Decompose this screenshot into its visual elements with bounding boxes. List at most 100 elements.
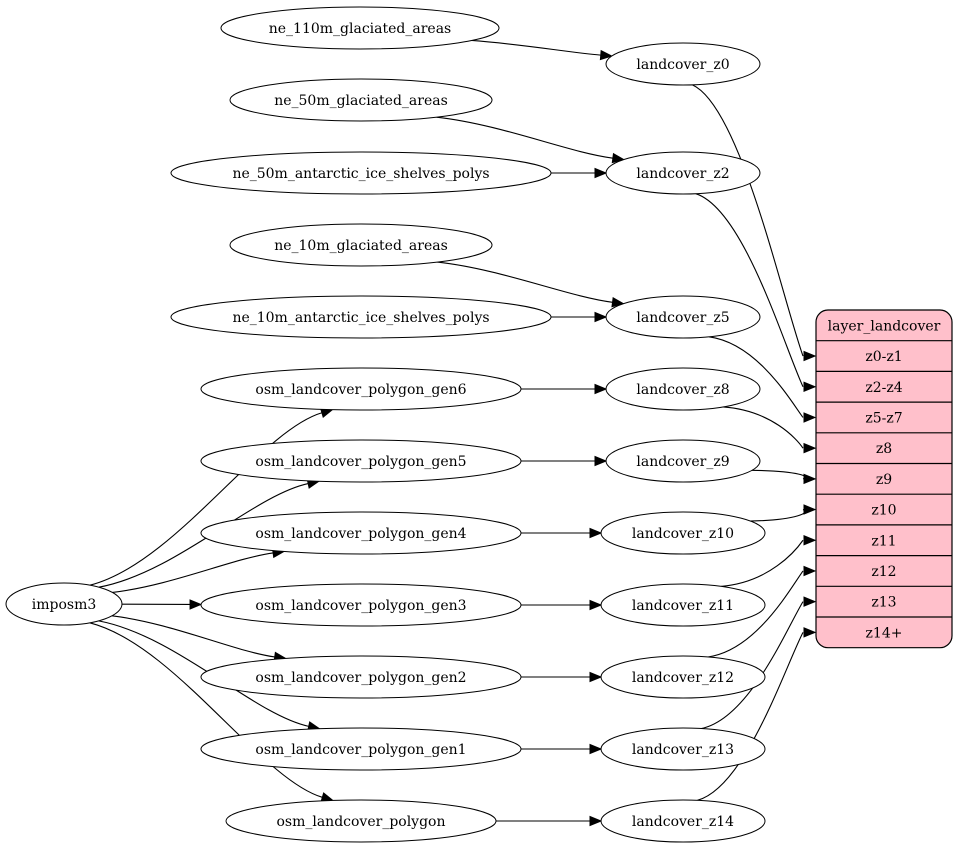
- node-shape-landcover_z12: [600, 655, 766, 699]
- node-landcover_z14[interactable]: landcover_z14: [600, 799, 766, 843]
- node-landcover_z2[interactable]: landcover_z2: [605, 151, 761, 195]
- layer-table-row-z11[interactable]: z11: [871, 533, 896, 549]
- node-shape-ne_50m_antarctic_ice_shelves_polys: [170, 151, 552, 195]
- edge-imposm3-to-osm_landcover_polygon_gen4: [112, 552, 274, 593]
- edge-ne_50m_glaciated_areas-to-landcover_z2: [436, 116, 613, 159]
- node-label-osm_landcover_polygon_gen4: osm_landcover_polygon_gen4: [255, 526, 466, 542]
- node-label-osm_landcover_polygon_gen2: osm_landcover_polygon_gen2: [255, 670, 466, 686]
- edge-ne_50m_glaciated_areas-to-landcover_z2-arrowhead: [611, 152, 626, 164]
- layer-table-header: layer_landcover: [828, 318, 941, 334]
- node-label-landcover_z12: landcover_z12: [632, 670, 734, 686]
- layer-landcover-table: layer_landcover z0-z1 z2-z4 z5-z7 z8 z9 z10 z11…: [815, 309, 953, 649]
- node-landcover_z11[interactable]: landcover_z11: [600, 583, 766, 627]
- node-osm_landcover_polygon_gen3[interactable]: osm_landcover_polygon_gen3: [200, 583, 522, 627]
- node-imposm3[interactable]: imposm3: [5, 582, 123, 626]
- edge-landcover_z0-to-layer_landcover-z0-z1-arrowhead: [803, 350, 817, 362]
- node-label-landcover_z2: landcover_z2: [636, 166, 729, 182]
- edge-landcover_z13-to-layer_landcover-z13-arrowhead: [803, 596, 817, 607]
- edge-landcover_z8-to-layer_landcover-z8-arrowhead: [803, 442, 817, 454]
- node-shape-landcover_z11: [600, 583, 766, 627]
- edge-ne_110m_glaciated_areas-to-landcover_z0-arrowhead: [599, 49, 614, 61]
- node-landcover_z9[interactable]: landcover_z9: [605, 439, 761, 483]
- edges-layer: [89, 39, 817, 827]
- edge-landcover_z14-to-layer_landcover-z14--arrowhead: [803, 627, 817, 638]
- node-label-osm_landcover_polygon: osm_landcover_polygon: [276, 814, 445, 830]
- node-shape-landcover_z8: [605, 367, 761, 411]
- node-landcover_z0[interactable]: landcover_z0: [605, 42, 761, 86]
- node-label-landcover_z0: landcover_z0: [636, 57, 729, 73]
- edge-ne_110m_glaciated_areas-to-landcover_z0: [471, 39, 601, 56]
- layer-table-row-z5-z7[interactable]: z5-z7: [865, 410, 902, 426]
- node-osm_landcover_polygon_gen6[interactable]: osm_landcover_polygon_gen6: [200, 367, 522, 411]
- node-label-osm_landcover_polygon_gen1: osm_landcover_polygon_gen1: [255, 742, 466, 758]
- edge-osm_landcover_polygon-to-landcover_z14-arrowhead: [589, 815, 603, 827]
- edge-osm_landcover_polygon_gen4-to-landcover_z10-arrowhead: [589, 527, 603, 539]
- node-osm_landcover_polygon_gen2[interactable]: osm_landcover_polygon_gen2: [200, 655, 522, 699]
- edge-osm_landcover_polygon_gen3-to-landcover_z11-arrowhead: [589, 599, 603, 611]
- edge-imposm3-to-osm_landcover_polygon: [89, 622, 323, 798]
- edge-landcover_z0-to-layer_landcover-z0-z1: [692, 84, 804, 357]
- node-shape-osm_landcover_polygon_gen1: [200, 727, 522, 771]
- edge-imposm3-to-osm_landcover_polygon_gen6: [89, 412, 323, 586]
- node-ne_110m_glaciated_areas[interactable]: ne_110m_glaciated_areas: [220, 6, 500, 50]
- node-shape-osm_landcover_polygon: [225, 799, 497, 843]
- layer-table-row-z2-z4[interactable]: z2-z4: [865, 380, 902, 396]
- edge-landcover_z2-to-layer_landcover-z2-z4: [695, 193, 804, 387]
- edge-landcover_z5-to-layer_landcover-z5-z7: [708, 336, 804, 418]
- node-label-osm_landcover_polygon_gen6: osm_landcover_polygon_gen6: [255, 382, 466, 398]
- edge-osm_landcover_polygon_gen1-to-landcover_z13-arrowhead: [589, 743, 603, 755]
- edge-landcover_z10-to-layer_landcover-z10-arrowhead: [803, 504, 817, 515]
- edge-imposm3-to-osm_landcover_polygon_gen3-arrowhead: [189, 599, 203, 610]
- node-landcover_z5[interactable]: landcover_z5: [605, 295, 761, 339]
- layer-table-row-z8[interactable]: z8: [876, 441, 892, 457]
- edge-osm_landcover_polygon_gen2-to-landcover_z12-arrowhead: [589, 671, 603, 683]
- node-label-ne_10m_glaciated_areas: ne_10m_glaciated_areas: [274, 238, 448, 254]
- layer-table-row-z14+[interactable]: z14+: [866, 625, 903, 641]
- node-ne_50m_glaciated_areas[interactable]: ne_50m_glaciated_areas: [229, 78, 493, 122]
- edge-landcover_z5-to-layer_landcover-z5-z7-arrowhead: [803, 412, 817, 423]
- node-label-landcover_z8: landcover_z8: [636, 382, 729, 398]
- node-ne_50m_antarctic_ice_shelves_polys[interactable]: ne_50m_antarctic_ice_shelves_polys: [170, 151, 552, 195]
- node-shape-ne_110m_glaciated_areas: [220, 6, 500, 50]
- node-label-landcover_z14: landcover_z14: [632, 814, 734, 830]
- layer-table-row-z12[interactable]: z12: [871, 564, 896, 580]
- edge-landcover_z14-to-layer_landcover-z14-: [697, 632, 804, 801]
- edge-landcover_z10-to-layer_landcover-z10: [750, 509, 806, 522]
- node-label-landcover_z10: landcover_z10: [632, 526, 734, 542]
- node-shape-landcover_z13: [600, 727, 766, 771]
- node-osm_landcover_polygon_gen1[interactable]: osm_landcover_polygon_gen1: [200, 727, 522, 771]
- node-shape-osm_landcover_polygon_gen6: [200, 367, 522, 411]
- node-shape-landcover_z5: [605, 295, 761, 339]
- node-osm_landcover_polygon[interactable]: osm_landcover_polygon: [225, 799, 497, 843]
- layer-table-row-z0-z1[interactable]: z0-z1: [865, 349, 902, 365]
- edge-landcover_z12-to-layer_landcover-z12: [707, 570, 804, 658]
- node-ne_10m_antarctic_ice_shelves_polys[interactable]: ne_10m_antarctic_ice_shelves_polys: [170, 295, 552, 339]
- node-landcover_z8[interactable]: landcover_z8: [605, 367, 761, 411]
- node-shape-osm_landcover_polygon_gen4: [200, 511, 522, 555]
- node-landcover_z12[interactable]: landcover_z12: [600, 655, 766, 699]
- node-landcover_z13[interactable]: landcover_z13: [600, 727, 766, 771]
- node-shape-osm_landcover_polygon_gen5: [200, 439, 522, 483]
- node-label-ne_50m_antarctic_ice_shelves_polys: ne_50m_antarctic_ice_shelves_polys: [232, 166, 489, 182]
- node-label-osm_landcover_polygon_gen5: osm_landcover_polygon_gen5: [255, 454, 466, 470]
- node-landcover_z10[interactable]: landcover_z10: [600, 511, 766, 555]
- layer-table-row-z10[interactable]: z10: [871, 503, 896, 519]
- edge-landcover_z13-to-layer_landcover-z13: [701, 601, 804, 730]
- node-osm_landcover_polygon_gen5[interactable]: osm_landcover_polygon_gen5: [200, 439, 522, 483]
- node-osm_landcover_polygon_gen4[interactable]: osm_landcover_polygon_gen4: [200, 511, 522, 555]
- edge-ne_10m_glaciated_areas-to-landcover_z5-arrowhead: [611, 297, 625, 308]
- layer-table-background: [815, 309, 953, 649]
- layer-table-row-z13[interactable]: z13: [871, 595, 896, 611]
- edge-imposm3-to-osm_landcover_polygon_gen2: [111, 615, 275, 658]
- edge-landcover_z11-to-layer_landcover-z11: [720, 539, 804, 587]
- node-label-landcover_z9: landcover_z9: [636, 454, 729, 470]
- node-label-landcover_z5: landcover_z5: [636, 310, 729, 326]
- edge-landcover_z2-to-layer_landcover-z2-z4-arrowhead: [803, 381, 817, 392]
- layer-table-row-z9[interactable]: z9: [876, 472, 892, 488]
- node-ne_10m_glaciated_areas[interactable]: ne_10m_glaciated_areas: [229, 223, 493, 267]
- node-label-ne_110m_glaciated_areas: ne_110m_glaciated_areas: [269, 21, 451, 37]
- node-label-ne_50m_glaciated_areas: ne_50m_glaciated_areas: [274, 93, 448, 109]
- node-shape-imposm3: [5, 582, 123, 626]
